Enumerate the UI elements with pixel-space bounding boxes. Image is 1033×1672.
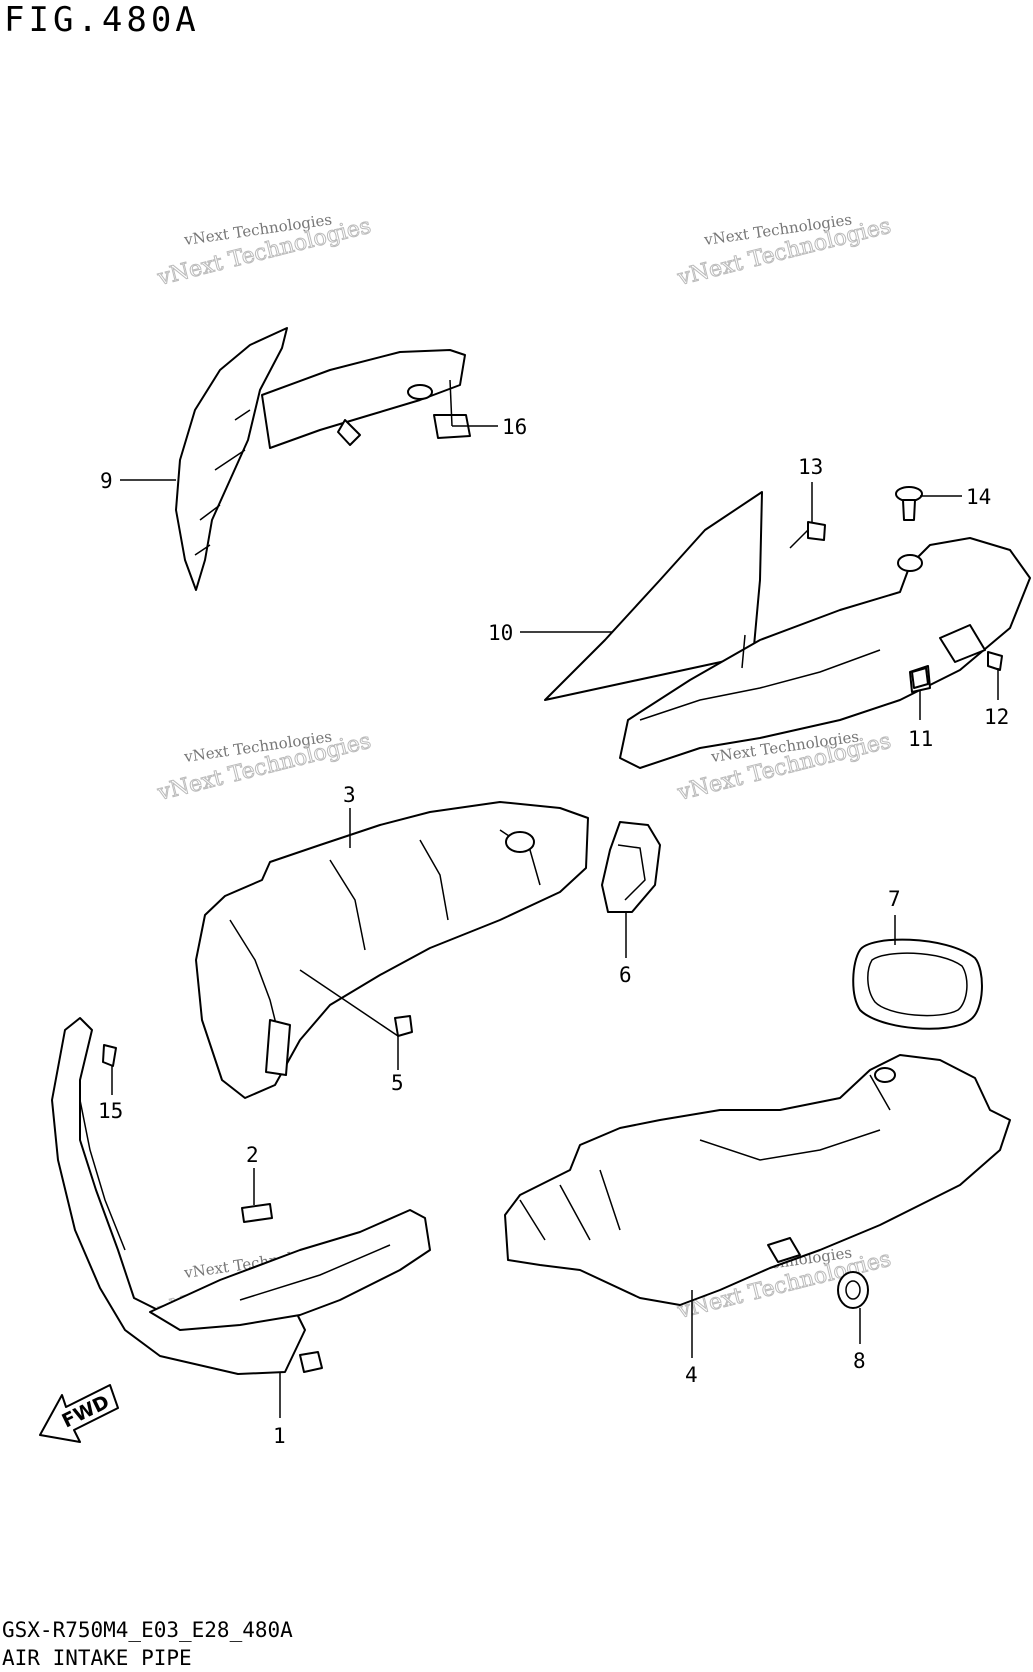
part-15-screw (102, 1044, 117, 1067)
part-7-gasket (852, 938, 983, 1030)
part-1-front-duct (51, 1017, 431, 1375)
diagram-name: AIR INTAKE PIPE (2, 1646, 192, 1670)
fwd-arrow: FWD (39, 1384, 119, 1443)
part-13-screw (789, 521, 826, 549)
watermark-top-right: vNext Technologies vNext Technologies (674, 210, 894, 291)
part-9-duct-cover (175, 327, 466, 591)
callout-10: 10 (488, 621, 513, 645)
part-3-left-intake-pipe (195, 801, 589, 1099)
callout-5: 5 (391, 1071, 404, 1095)
part-11-small-clip (911, 667, 929, 689)
callout-6: 6 (619, 963, 632, 987)
callout-3: 3 (343, 783, 356, 807)
callout-16: 16 (502, 415, 527, 439)
callout-15: 15 (98, 1099, 123, 1123)
part-4-right-intake-pipe (504, 1054, 1011, 1306)
callout-12: 12 (984, 705, 1009, 729)
callout-13: 13 (798, 455, 823, 479)
callout-9: 9 (100, 469, 113, 493)
callouts: 9 16 10 13 14 12 11 3 6 5 7 15 2 1 4 8 (98, 415, 1009, 1448)
part-12-clip (987, 651, 1003, 671)
diagram-code: GSX-R750M4_E03_E28_480A (2, 1618, 293, 1642)
callout-2: 2 (246, 1143, 259, 1167)
figure-title: FIG.480A (4, 0, 200, 40)
watermark-top-left: vNext Technologies vNext Technologies (154, 210, 374, 291)
part-6-seal (601, 821, 661, 913)
part-10-right-duct (544, 491, 1031, 769)
part-14-fastener (895, 486, 923, 521)
leader-lines (111, 379, 999, 1418)
watermark-mid-left: vNext Technologies vNext Technologies (154, 727, 374, 806)
callout-1: 1 (273, 1424, 286, 1448)
part-5-clip (394, 1015, 413, 1037)
part-8-grommet (837, 1271, 869, 1309)
callout-11: 11 (908, 727, 933, 751)
part-2-label (241, 1203, 273, 1223)
callout-7: 7 (888, 887, 901, 911)
callout-4: 4 (685, 1363, 698, 1387)
callout-14: 14 (966, 485, 991, 509)
callout-8: 8 (853, 1349, 866, 1373)
